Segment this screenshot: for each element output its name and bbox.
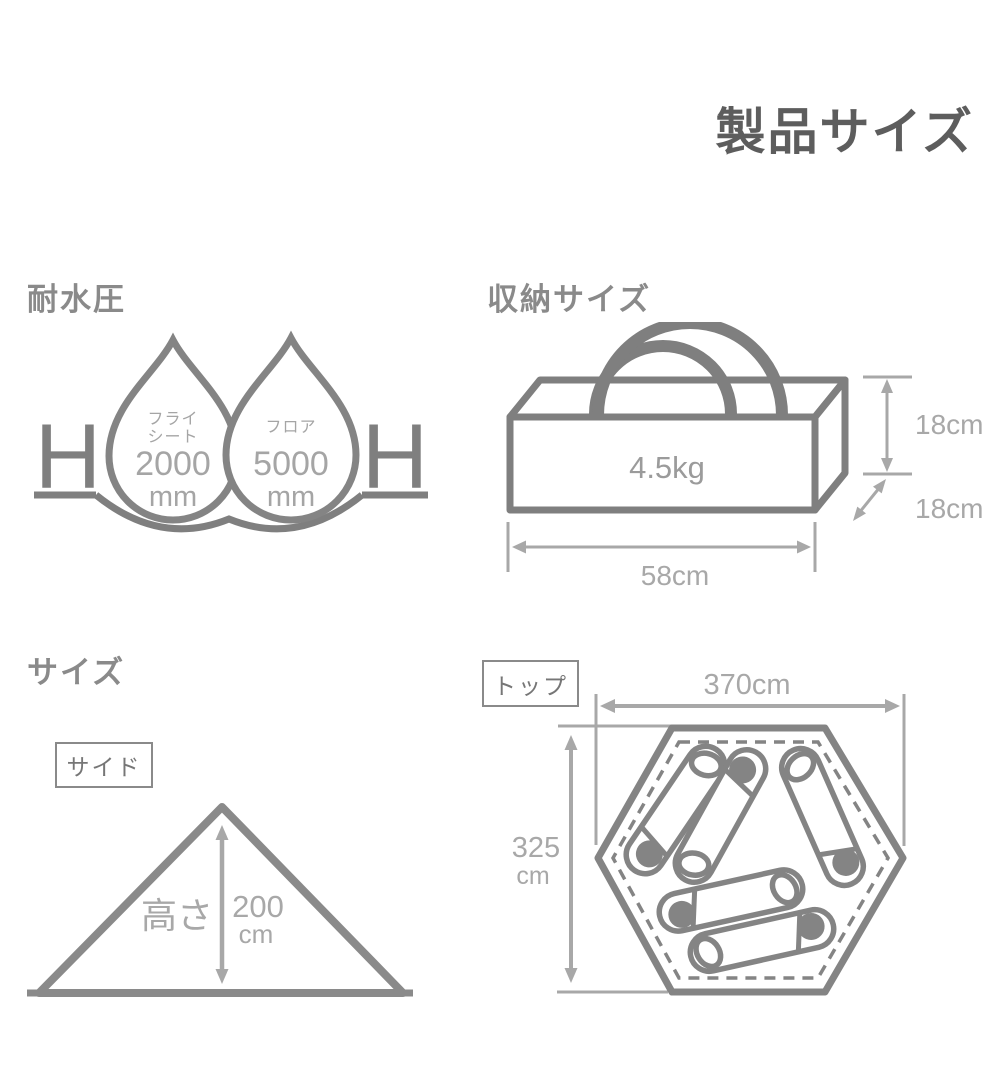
inner-floor-dashed-line: [610, 740, 891, 980]
height-unit: cm: [239, 919, 274, 949]
drop-floor-value: 5000: [253, 445, 329, 483]
sleeping-bag: [778, 745, 867, 889]
drop-flysheet-label-line2: シート: [147, 429, 198, 446]
side-view-tag-label: サイド: [66, 754, 142, 780]
drop-floor-label: フロア: [265, 419, 316, 436]
bag-body: [506, 376, 849, 514]
sleeping-bag: [687, 906, 837, 975]
water-drops-icon: H H フライ シート 2000 mm フロア 5000 mm: [34, 330, 428, 533]
storage-section-heading: 収納サイズ: [487, 282, 652, 317]
floor-depth-arrow: [557, 724, 672, 994]
hydrostatic-h-left: H: [35, 406, 101, 508]
storage-bag-diagram: 4.5kg 18cm 18cm 58cm: [506, 322, 983, 590]
sleeping-bag: [623, 743, 728, 877]
depth-dimension: [853, 479, 886, 521]
fabric-line: [34, 491, 428, 533]
depth-dimension-label: 18cm: [915, 493, 983, 524]
size-section-heading: サイズ: [27, 655, 126, 690]
height-value: 200: [232, 889, 284, 924]
bag-weight-label: 4.5kg: [629, 450, 705, 485]
bag-handles: [589, 322, 788, 416]
drop-flysheet-value: 2000: [135, 445, 211, 483]
drop-flysheet-label-line1: フライ: [147, 411, 198, 428]
height-dimension-label: 18cm: [915, 409, 983, 440]
sleeping-bag: [672, 747, 769, 885]
height-arrow: [215, 825, 229, 984]
width-dimension: [506, 522, 817, 572]
floor-width-arrow: [594, 694, 906, 846]
top-view-tag: トップ: [482, 660, 579, 707]
top-view-diagram: 370cm 325 cm: [512, 669, 907, 996]
top-view-tag-label: トップ: [493, 672, 568, 699]
width-dimension-label: 58cm: [641, 560, 709, 590]
water-section-heading: 耐水圧: [27, 282, 126, 317]
drop-flysheet: フライ シート 2000 mm: [105, 332, 241, 524]
floor-depth-unit: cm: [516, 862, 549, 890]
height-dimension: [863, 375, 912, 476]
drop-floor-unit: mm: [267, 481, 315, 513]
drop-floor: フロア 5000 mm: [222, 330, 360, 524]
hydrostatic-h-right: H: [362, 406, 428, 508]
side-view-diagram: 高さ 200 cm: [27, 803, 413, 997]
side-view-tag: サイド: [55, 742, 153, 788]
sleeping-bag: [656, 867, 806, 934]
drop-flysheet-unit: mm: [149, 481, 197, 513]
sleeping-bags: [623, 743, 867, 975]
floor-width-label: 370cm: [703, 669, 790, 701]
height-label: 高さ: [141, 895, 213, 936]
floor-depth-value: 325: [512, 832, 560, 864]
page-title: 製品サイズ: [715, 104, 974, 160]
